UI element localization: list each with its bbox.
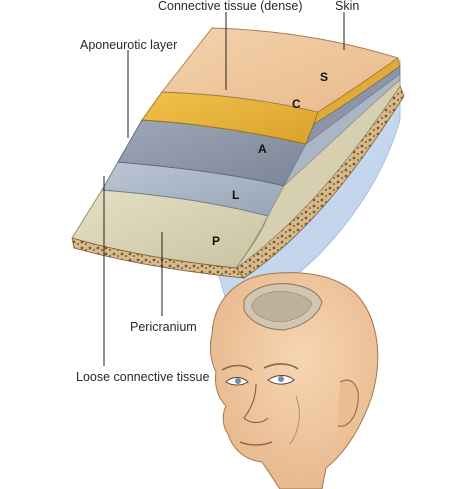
- scalp-cut-inner: [251, 291, 313, 323]
- head-outline: [209, 272, 379, 489]
- scalp-layer-block: [71, 27, 405, 279]
- strata-right-peri: [235, 79, 401, 269]
- head-illustration: [209, 272, 379, 489]
- letter-l: L: [232, 188, 239, 202]
- letter-p: P: [212, 234, 220, 248]
- right-iris: [278, 376, 284, 382]
- label-pericranium: Pericranium: [130, 320, 197, 334]
- letter-a: A: [258, 142, 267, 156]
- right-eyebrow: [263, 363, 299, 370]
- mouth: [239, 441, 273, 446]
- label-loose-connective: Loose connective tissue: [76, 370, 209, 384]
- label-connective-tissue: Connective tissue (dense): [158, 0, 303, 13]
- label-skin: Skin: [335, 0, 359, 13]
- left-iris: [235, 378, 241, 384]
- nose: [243, 383, 269, 424]
- label-aponeurotic-layer: Aponeurotic layer: [80, 38, 177, 52]
- ear: [337, 379, 359, 427]
- leader-lines: [103, 12, 345, 366]
- letter-c: C: [292, 97, 301, 111]
- letter-s: S: [320, 70, 328, 84]
- cheek-crease: [289, 395, 300, 445]
- left-eyebrow: [221, 364, 253, 371]
- bone-bottom-edge: [71, 237, 245, 279]
